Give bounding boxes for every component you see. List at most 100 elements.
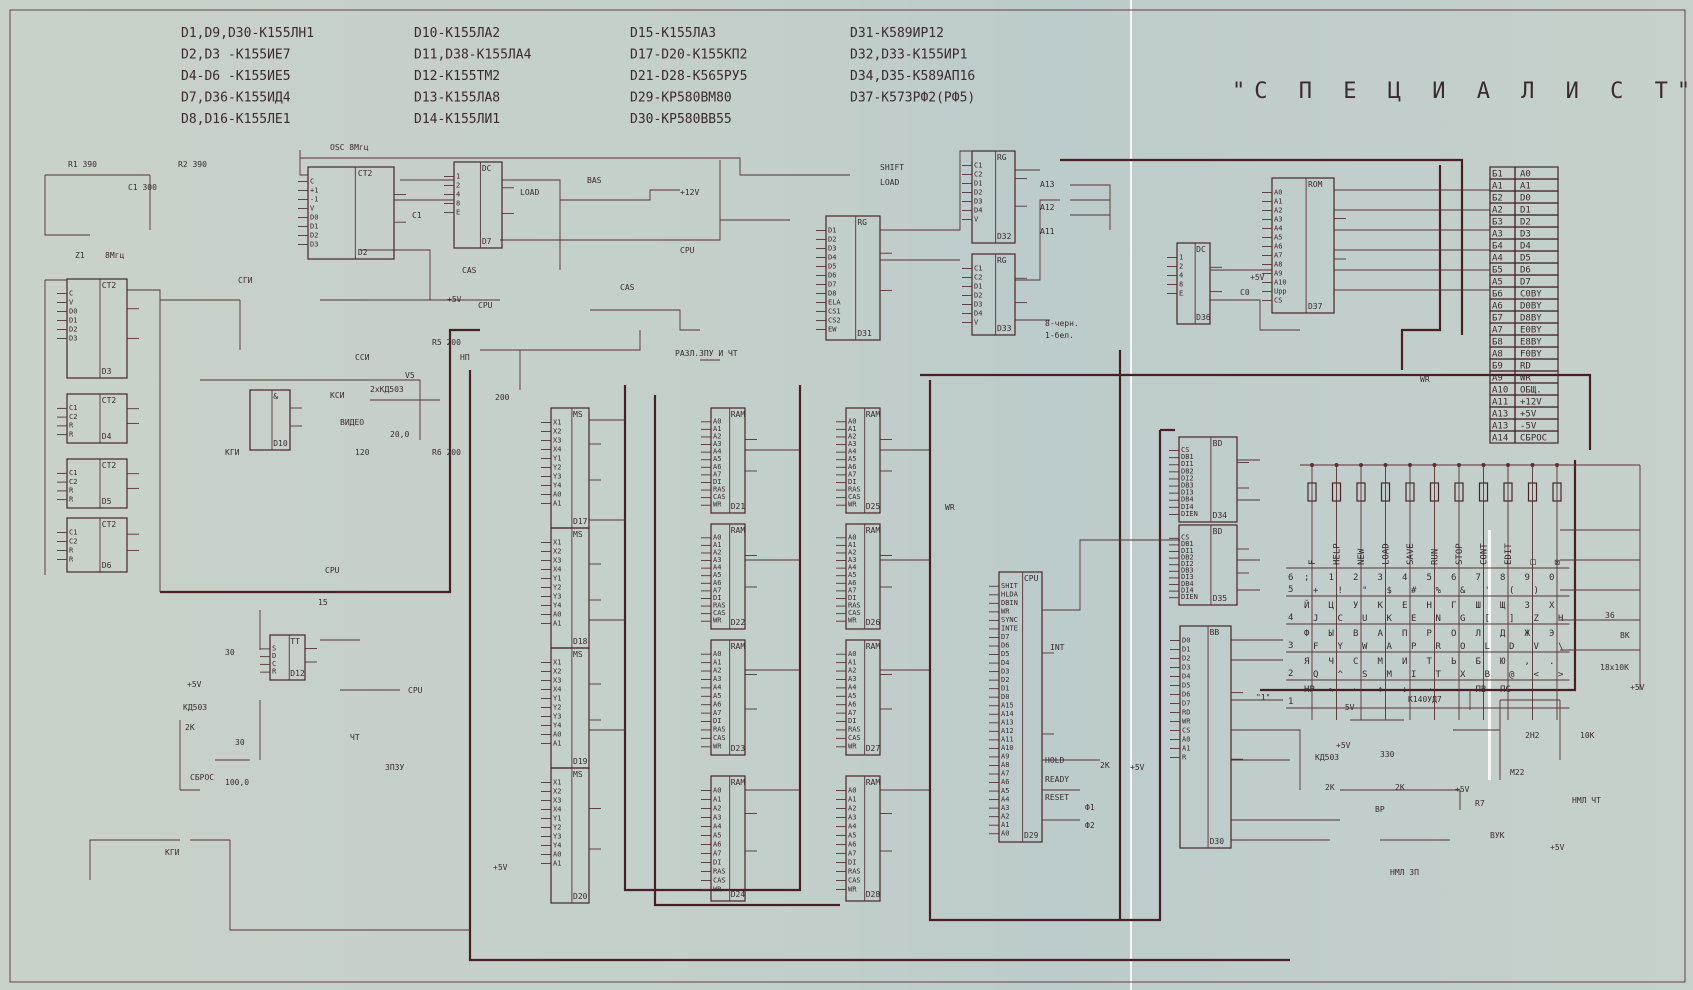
connector-signal: +12V <box>1520 398 1542 408</box>
chip-pin-label: DI <box>713 478 721 486</box>
signal-label-r2k: 2К <box>185 723 195 732</box>
chip-pin-label: A7 <box>713 849 721 857</box>
chip-pin-label: R <box>69 487 74 495</box>
chip-pin-label: CAS <box>848 609 861 617</box>
chip-pin-label: Y1 <box>553 574 561 582</box>
signal-label-wr2: WR <box>1420 375 1430 384</box>
chip-pin-label: A5 <box>1001 787 1009 795</box>
signal-label-f1: Ф1 <box>1085 803 1095 812</box>
signal-label-cpu2: CPU <box>478 301 493 310</box>
chip-pin-label: A2 <box>848 804 856 812</box>
chip-body <box>845 523 881 630</box>
connector-pin: А3 <box>1492 230 1503 240</box>
chip-pin-label: X3 <box>553 556 561 564</box>
connector-signal: C0BY <box>1520 290 1542 300</box>
key-cyrillic: Р <box>1427 629 1433 639</box>
chip-pin-label: A3 <box>1001 804 1009 812</box>
chip-pin-label: X2 <box>553 667 561 675</box>
chip-pin-label: A6 <box>713 700 721 708</box>
signal-label-f2: Ф2 <box>1085 821 1095 830</box>
chip-pin-label: R <box>272 668 277 676</box>
chip-pin-label: A10 <box>1274 278 1287 286</box>
chip-pin-label: D0 <box>310 213 318 221</box>
connector-signal: E0BY <box>1520 326 1542 336</box>
chip-pin-label: A0 <box>713 786 721 794</box>
chip-pin-label: ELA <box>828 298 841 306</box>
chip-pin-label: A2 <box>848 548 856 556</box>
chip-pin-label: C2 <box>69 478 77 486</box>
chip-pin-label: D3 <box>1182 663 1190 671</box>
chip-pin-label: A3 <box>848 556 856 564</box>
signal-label-vr: ВР <box>1375 805 1385 814</box>
connector-pin: А13 <box>1492 422 1508 432</box>
sheet-border <box>9 9 1686 983</box>
connector-pin: А13 <box>1492 410 1508 420</box>
signal-label-r330: 330 <box>1380 750 1395 759</box>
chip-pin-label: Y1 <box>553 814 561 822</box>
connector-signal: D3 <box>1520 230 1531 240</box>
chip-id: D35 <box>1213 594 1228 603</box>
chip-pin-label: R <box>1182 753 1187 761</box>
chip-pin-label: CAS <box>713 609 726 617</box>
chip-pin-label: D1 <box>69 316 77 324</box>
connector-signal: D5 <box>1520 254 1531 264</box>
key-cyrillic: 7 <box>1476 573 1481 583</box>
chip-pin-label: A3 <box>713 813 721 821</box>
connector-signal: RD <box>1520 362 1531 372</box>
signal-label-vk: ВК <box>1620 631 1630 640</box>
chip-pin-label: D2 <box>69 325 77 333</box>
chip-pin-label: A5 <box>848 571 856 579</box>
chip-pin-label: V <box>69 298 74 306</box>
connector-signal-cell <box>1514 430 1559 444</box>
signal-label-cas2: CAS <box>620 283 635 292</box>
chip-pin-label: RAS <box>848 486 861 494</box>
connector-pin: Б6 <box>1492 290 1503 300</box>
key-latin: M <box>1387 670 1393 680</box>
chip-pin-label: X4 <box>553 685 561 693</box>
chip-pin-label: D1 <box>974 179 982 187</box>
signal-label-z1: Z1 <box>75 251 85 260</box>
chip-pin-label: A1 <box>1001 821 1009 829</box>
chip-pin-label: R <box>69 555 74 563</box>
function-key-label: LOAD <box>1382 543 1392 565</box>
parts-list-entry: D30-КР580ВВ55 <box>630 112 732 127</box>
parts-list-entry: D7,D36-К155ИД4 <box>181 91 291 106</box>
chip-type: BD <box>1213 439 1223 448</box>
key-latin: D <box>1509 642 1514 652</box>
signal-label-cht: ЧТ <box>350 733 360 742</box>
chip-pin-label: D2 <box>1001 676 1009 684</box>
connector-pin: А5 <box>1492 278 1503 288</box>
chip-id: D28 <box>866 890 881 899</box>
chip-id: D32 <box>997 232 1012 241</box>
chip-body <box>971 253 1016 336</box>
chip-pin-label: DB2 <box>1181 467 1194 475</box>
chip-group: CT2D2C+1-1VD0D1D2D3CT2D3CVD0D1D2D3CT2D4C… <box>57 150 1346 904</box>
chip-pin-label: A2 <box>1001 812 1009 820</box>
signal-label-q1: "1" <box>1256 693 1270 702</box>
connector-row: А11+12V <box>1489 394 1559 408</box>
chip-pin-label: A2 <box>848 667 856 675</box>
key-latin: ( <box>1509 586 1514 596</box>
chip-pin-label: DB2 <box>1181 553 1194 561</box>
signal-label-wr1: WR <box>945 503 955 512</box>
key-cyrillic: 3 <box>1378 573 1383 583</box>
chip-pin-label: A6 <box>713 840 721 848</box>
chip-body <box>710 407 746 514</box>
chip-pin-label: HLDA <box>1001 591 1019 599</box>
signal-label-r120: 120 <box>355 448 370 457</box>
connector-signal: СБРОС <box>1520 434 1547 444</box>
signal-label-p5f: +5V <box>1336 741 1351 750</box>
chip-pin-label: 2 <box>456 181 460 189</box>
key-latin: X <box>1460 670 1466 680</box>
key-cyrillic: ПС <box>1500 685 1511 695</box>
chip-pin-label: Y1 <box>553 694 561 702</box>
